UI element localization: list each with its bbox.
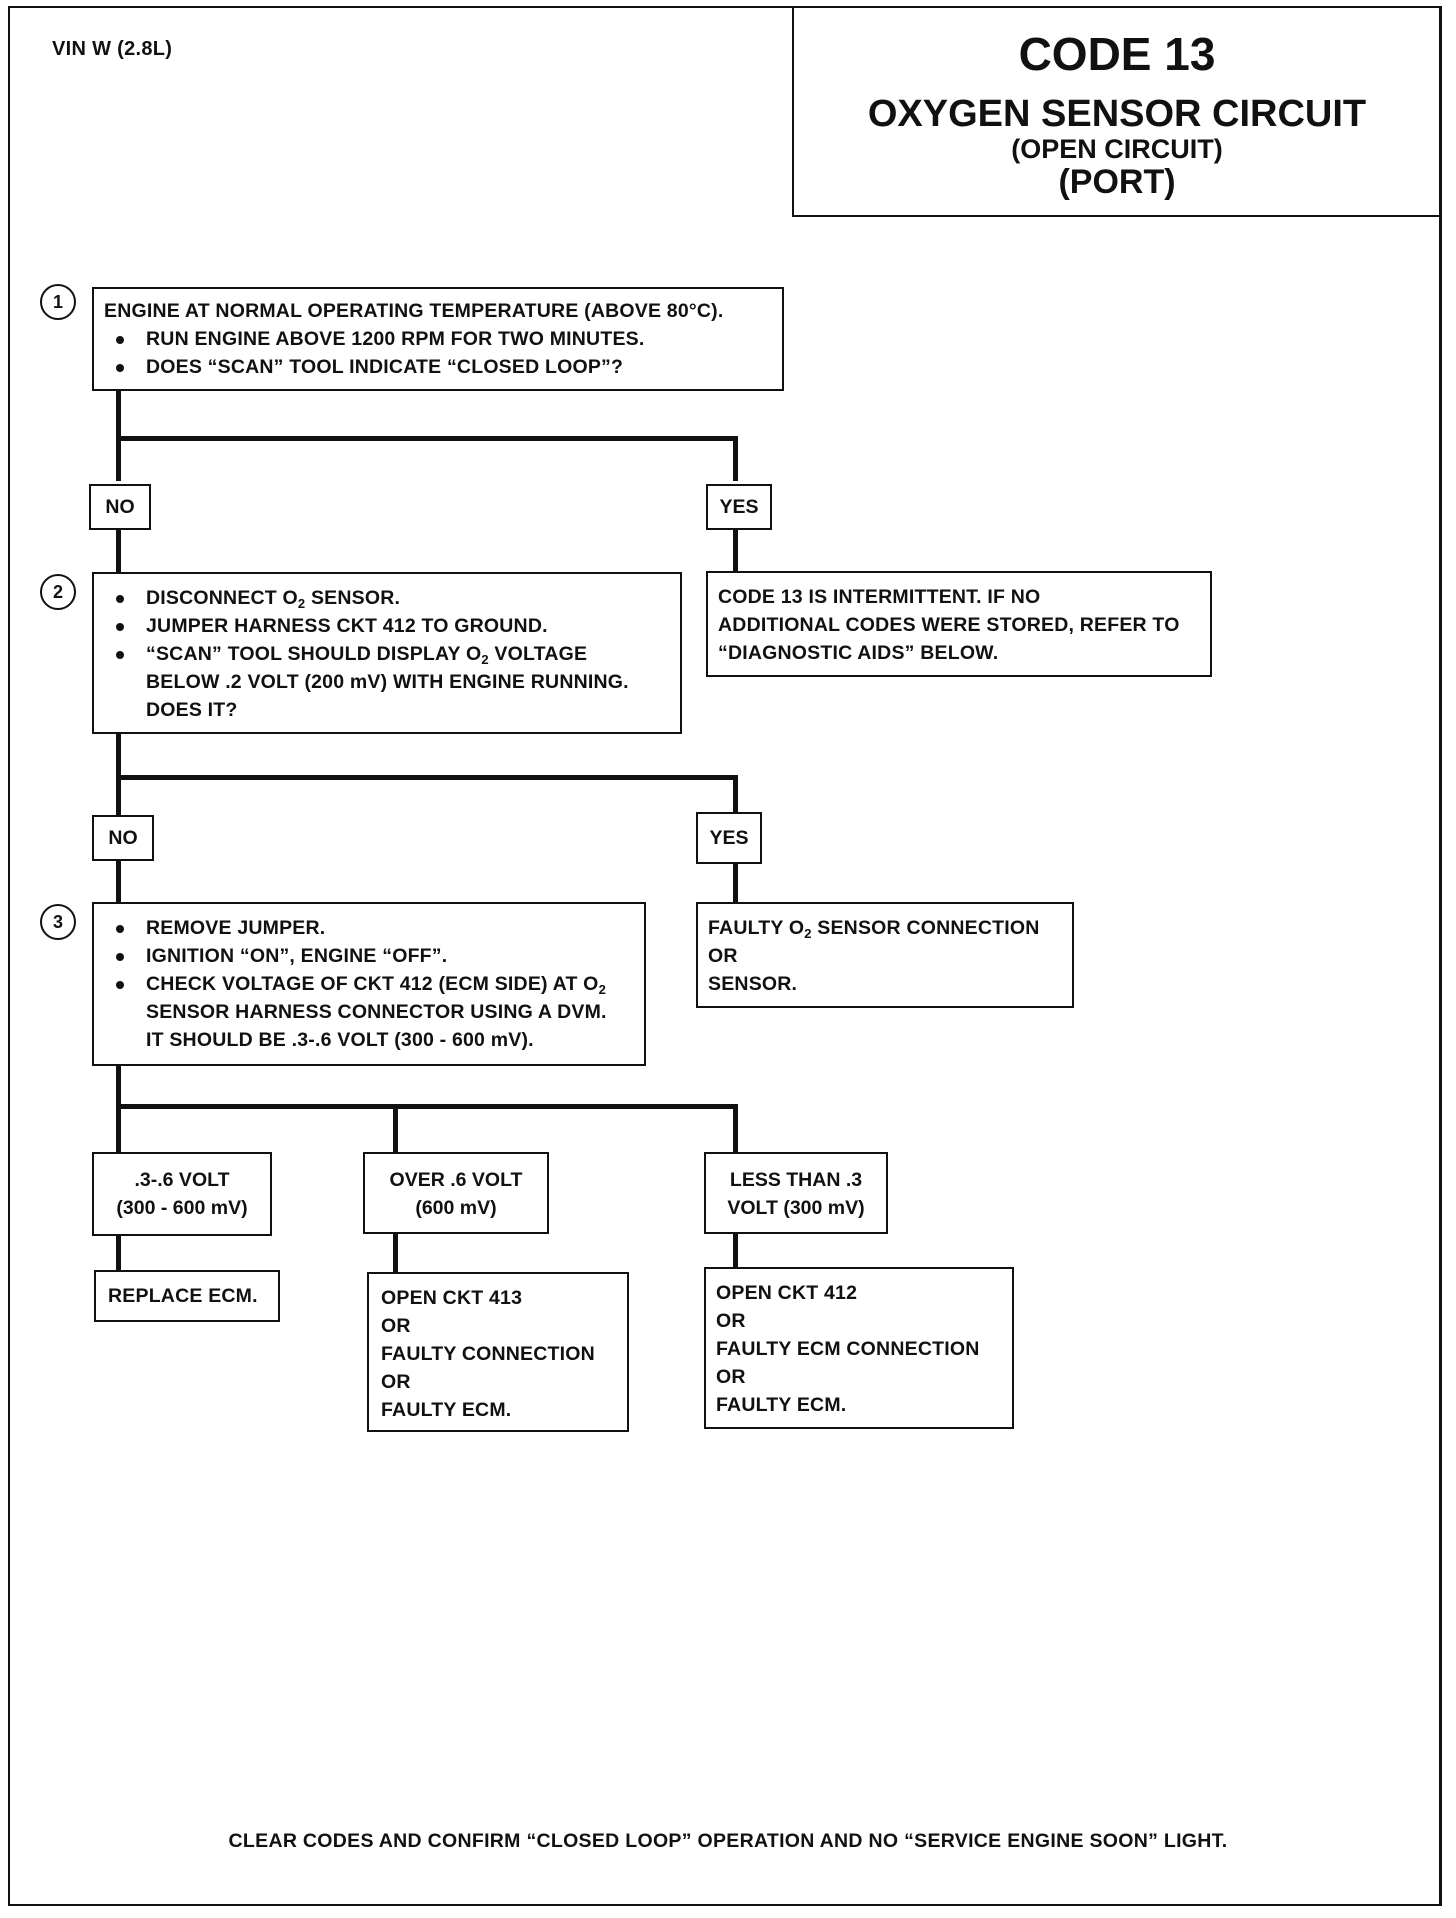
step-2-box: DISCONNECT O2 SENSOR. JUMPER HARNESS CKT… bbox=[92, 572, 682, 734]
bullet-text: SENSOR. bbox=[305, 587, 401, 609]
connector-line bbox=[116, 390, 121, 438]
step-1-yes-label: YES bbox=[706, 484, 772, 530]
connector-line bbox=[116, 775, 121, 821]
branch-label-line: .3-.6 VOLT bbox=[134, 1169, 230, 1191]
step-2-marker: 2 bbox=[40, 574, 76, 610]
connector-line bbox=[116, 1234, 121, 1274]
bullet-text: DISCONNECT O bbox=[146, 587, 298, 609]
connector-line bbox=[116, 528, 121, 574]
open-ckt-412-result-box: OPEN CKT 412 OR FAULTY ECM CONNECTION OR… bbox=[704, 1267, 1014, 1429]
result-text: FAULTY O bbox=[708, 917, 805, 939]
step-1-bullet: RUN ENGINE ABOVE 1200 RPM FOR TWO MINUTE… bbox=[104, 325, 772, 353]
step-3-bullet: IGNITION “ON”, ENGINE “OFF”. bbox=[104, 942, 634, 970]
branch-label-line: OVER .6 VOLT bbox=[389, 1169, 523, 1191]
result-line: OR bbox=[381, 1315, 411, 1337]
connector-line bbox=[733, 1232, 738, 1272]
intermittent-result-box: CODE 13 IS INTERMITTENT. IF NO ADDITIONA… bbox=[706, 571, 1212, 677]
circuit-subtitle-port: (PORT) bbox=[1058, 163, 1176, 201]
step-2-bullet: DISCONNECT O2 SENSOR. bbox=[104, 584, 670, 612]
result-line: FAULTY ECM. bbox=[716, 1394, 847, 1416]
result-line: “DIAGNOSTIC AIDS” BELOW. bbox=[718, 642, 999, 664]
result-line: OPEN CKT 413 bbox=[381, 1287, 523, 1309]
step-2-bullet: JUMPER HARNESS CKT 412 TO GROUND. bbox=[104, 612, 670, 640]
vin-label: VIN W (2.8L) bbox=[52, 38, 173, 60]
step-1-marker: 1 bbox=[40, 284, 76, 320]
footer-instruction: CLEAR CODES AND CONFIRM “CLOSED LOOP” OP… bbox=[228, 1830, 1228, 1852]
result-line: OR bbox=[708, 945, 738, 967]
bullet-text: CHECK VOLTAGE OF CKT 412 (ECM SIDE) AT O bbox=[146, 973, 599, 995]
step-1-bullet: DOES “SCAN” TOOL INDICATE “CLOSED LOOP”? bbox=[104, 353, 772, 381]
replace-ecm-result-box: REPLACE ECM. bbox=[94, 1270, 280, 1322]
branch-label-line: (600 mV) bbox=[415, 1197, 497, 1219]
subscript: 2 bbox=[297, 596, 306, 611]
open-ckt-413-result-box: OPEN CKT 413 OR FAULTY CONNECTION OR FAU… bbox=[367, 1272, 629, 1432]
bullet-text: DOES IT? bbox=[146, 699, 238, 721]
branch-label-normal: .3-.6 VOLT (300 - 600 mV) bbox=[92, 1152, 272, 1236]
result-line: FAULTY O2 SENSOR CONNECTION bbox=[708, 914, 1062, 942]
result-text: SENSOR CONNECTION bbox=[811, 917, 1040, 939]
result-line: OPEN CKT 412 bbox=[716, 1282, 858, 1304]
step-2-bullet: “SCAN” TOOL SHOULD DISPLAY O2 VOLTAGE BEL… bbox=[104, 640, 670, 724]
bullet-text: “SCAN” TOOL SHOULD DISPLAY O bbox=[146, 643, 482, 665]
connector-line bbox=[116, 775, 738, 780]
step-1-no-label: NO bbox=[89, 484, 151, 530]
result-line: REPLACE ECM. bbox=[108, 1285, 258, 1307]
circuit-title: OXYGEN SENSOR CIRCUIT bbox=[867, 93, 1367, 135]
result-line: FAULTY CONNECTION bbox=[381, 1343, 595, 1365]
step-2-yes-label: YES bbox=[696, 812, 762, 864]
result-line: FAULTY ECM CONNECTION bbox=[716, 1338, 980, 1360]
branch-label-line: (300 - 600 mV) bbox=[116, 1197, 248, 1219]
connector-line bbox=[393, 1104, 398, 1154]
result-line: OR bbox=[716, 1310, 746, 1332]
connector-line bbox=[116, 1064, 121, 1108]
result-line: OR bbox=[716, 1366, 746, 1388]
code-title: CODE 13 bbox=[1018, 28, 1216, 80]
result-line: SENSOR. bbox=[708, 973, 798, 995]
connector-line bbox=[116, 436, 738, 441]
step-3-marker: 3 bbox=[40, 904, 76, 940]
connector-line bbox=[116, 858, 121, 904]
step-1-box: ENGINE AT NORMAL OPERATING TEMPERATURE (… bbox=[92, 287, 784, 391]
subscript: 2 bbox=[804, 926, 812, 941]
connector-line bbox=[393, 1232, 398, 1277]
step-3-bullet: CHECK VOLTAGE OF CKT 412 (ECM SIDE) AT O… bbox=[104, 970, 634, 1054]
result-line: OR bbox=[381, 1371, 411, 1393]
branch-label-line: LESS THAN .3 bbox=[729, 1169, 863, 1191]
result-line: CODE 13 IS INTERMITTENT. IF NO bbox=[718, 586, 1041, 608]
step-1-question: ENGINE AT NORMAL OPERATING TEMPERATURE (… bbox=[104, 300, 724, 322]
result-line: FAULTY ECM. bbox=[381, 1399, 512, 1421]
step-2-no-label: NO bbox=[92, 815, 154, 861]
circuit-subtitle-open: (OPEN CIRCUIT) bbox=[1011, 134, 1223, 164]
connector-line bbox=[733, 1104, 738, 1154]
connector-line bbox=[116, 732, 121, 777]
connector-line bbox=[116, 1104, 738, 1109]
connector-line bbox=[733, 436, 738, 481]
faulty-sensor-result-box: FAULTY O2 SENSOR CONNECTION OR SENSOR. bbox=[696, 902, 1074, 1008]
bullet-text: IT SHOULD BE .3-.6 VOLT (300 - 600 mV). bbox=[146, 1029, 534, 1051]
bullet-text: VOLTAGE bbox=[488, 643, 588, 665]
bullet-text: BELOW .2 VOLT (200 mV) WITH ENGINE RUNNI… bbox=[146, 671, 629, 693]
result-line: ADDITIONAL CODES WERE STORED, REFER TO bbox=[718, 614, 1180, 636]
connector-line bbox=[116, 1104, 121, 1154]
branch-label-line: VOLT (300 mV) bbox=[727, 1197, 865, 1219]
connector-line bbox=[116, 436, 121, 481]
connector-line bbox=[733, 775, 738, 813]
connector-line bbox=[733, 528, 738, 574]
branch-label-over: OVER .6 VOLT (600 mV) bbox=[363, 1152, 549, 1234]
title-box: CODE 13 OXYGEN SENSOR CIRCUIT (OPEN CIRC… bbox=[792, 6, 1442, 217]
subscript: 2 bbox=[481, 652, 489, 667]
subscript: 2 bbox=[598, 982, 606, 997]
bullet-text: SENSOR HARNESS CONNECTOR USING A DVM. bbox=[146, 1001, 607, 1023]
connector-line bbox=[733, 862, 738, 904]
branch-label-less: LESS THAN .3 VOLT (300 mV) bbox=[704, 1152, 888, 1234]
step-3-box: REMOVE JUMPER. IGNITION “ON”, ENGINE “OF… bbox=[92, 902, 646, 1066]
page-border bbox=[8, 6, 1442, 1906]
step-3-bullet: REMOVE JUMPER. bbox=[104, 914, 634, 942]
